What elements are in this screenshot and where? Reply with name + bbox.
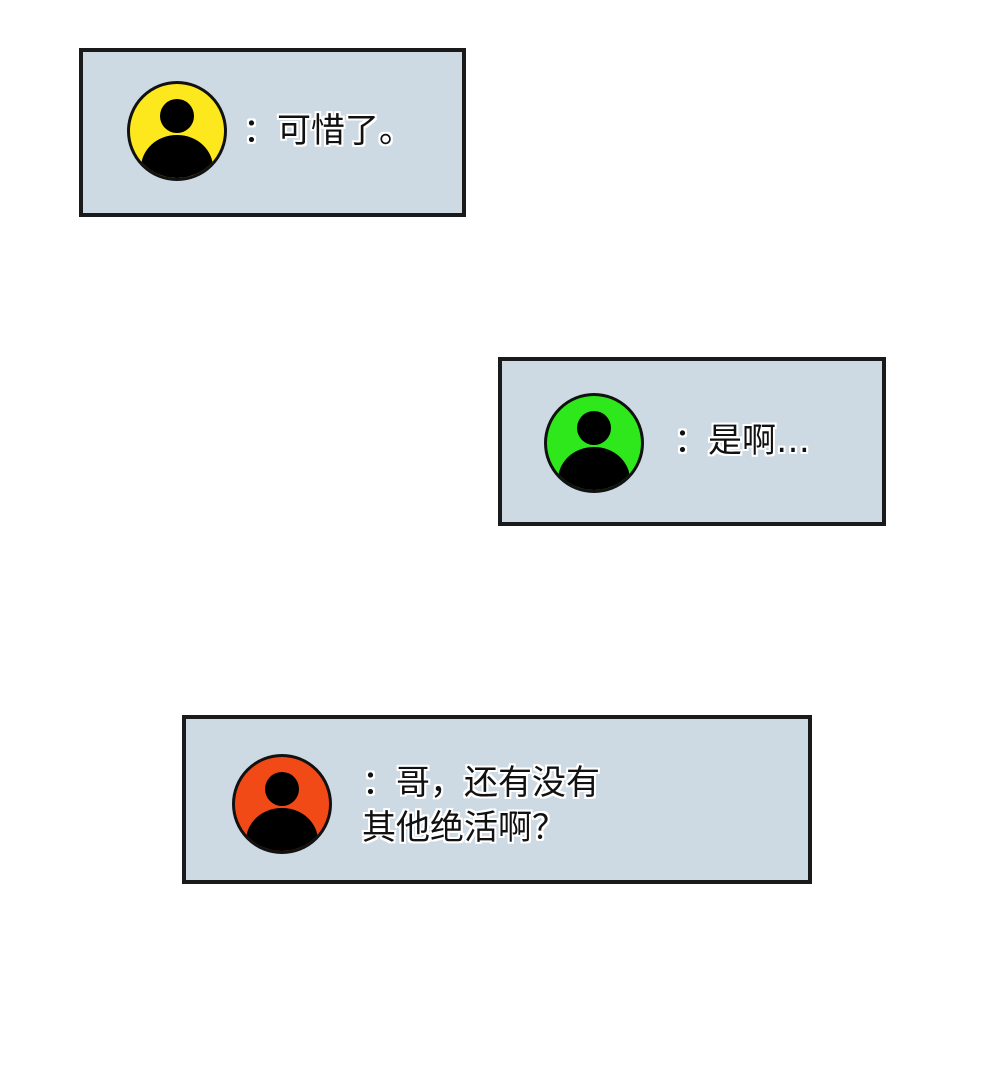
avatar-head bbox=[160, 99, 194, 133]
chat-bubble-orange-speaker: ：哥，还有没有 其他绝活啊？ bbox=[182, 715, 812, 884]
dialogue-text: ：可惜了。 bbox=[243, 111, 413, 151]
chat-bubble-yellow-speaker: ：可惜了。 bbox=[79, 48, 466, 217]
person-icon bbox=[127, 81, 227, 181]
person-icon bbox=[232, 754, 332, 854]
dialogue-text: ：是啊… bbox=[674, 421, 810, 461]
dialogue-text: ：哥，还有没有 其他绝活啊？ bbox=[362, 761, 600, 851]
avatar-body bbox=[246, 807, 318, 851]
avatar-head bbox=[265, 772, 299, 806]
chat-bubble-green-speaker: ：是啊… bbox=[498, 357, 886, 526]
dialogue-line: 其他绝活啊？ bbox=[362, 808, 566, 848]
dialogue-line: ：哥，还有没有 bbox=[362, 763, 600, 803]
avatar-body bbox=[141, 134, 213, 178]
avatar-body bbox=[558, 446, 630, 490]
avatar-head bbox=[577, 411, 611, 445]
person-icon bbox=[544, 393, 644, 493]
